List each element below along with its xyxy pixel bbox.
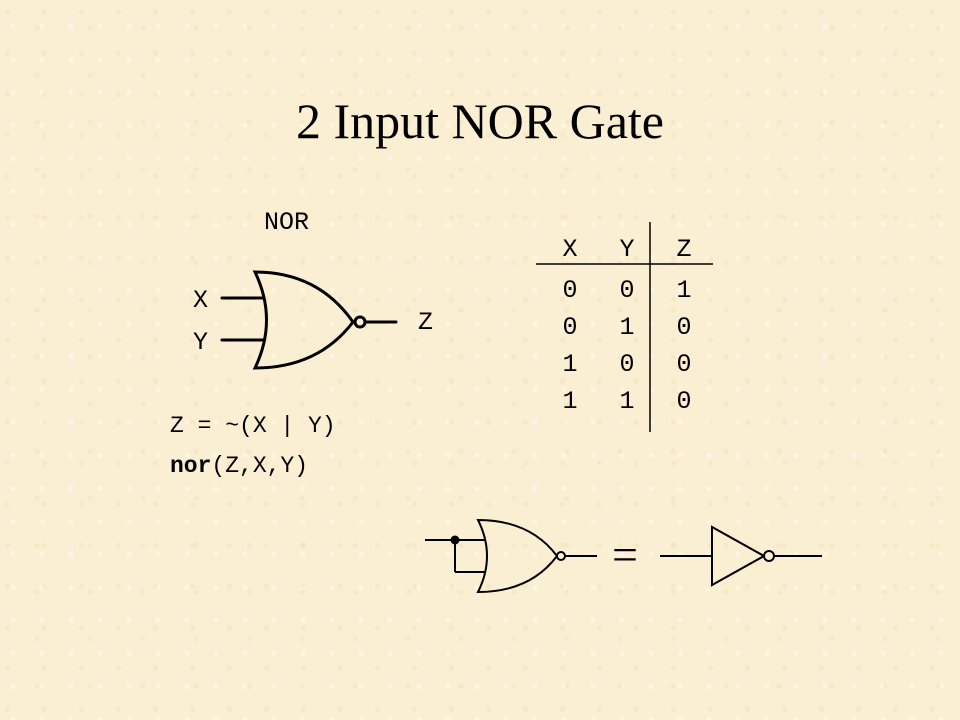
truth-table-cell: 0	[676, 350, 691, 379]
verilog-args: (Z,X,Y)	[211, 453, 309, 479]
small-nor-body	[476, 518, 559, 594]
truth-table-cell: 0	[619, 350, 634, 379]
not-output-bubble	[763, 550, 775, 562]
input-y-label: Y	[193, 328, 209, 357]
truth-table-cell: 0	[562, 313, 577, 342]
truth-table-cell: 1	[619, 387, 634, 416]
verilog-statement: nor(Z,X,Y)	[170, 453, 308, 479]
truth-table-cell: 1	[562, 387, 577, 416]
nor-output-bubble	[353, 315, 367, 329]
truth-table-cell: 0	[676, 313, 691, 342]
truth-table-cell: 0	[562, 276, 577, 305]
truth-table-header-x: X	[562, 235, 577, 264]
truth-table-cell: 0	[619, 276, 634, 305]
truth-table-grid	[536, 222, 713, 432]
boolean-expression: Z = ~(X | Y)	[170, 413, 336, 439]
truth-table-header-z: Z	[676, 235, 691, 264]
verilog-keyword: nor	[170, 453, 212, 479]
truth-table-cell: 1	[676, 276, 691, 305]
truth-table-cell: 1	[562, 350, 577, 379]
slide-title: 2 Input NOR Gate	[296, 93, 664, 149]
equivalence-sign: =	[612, 529, 638, 580]
truth-table: X Y Z 0 0 1 0 1 0 1 0 0 1 1 0	[562, 235, 691, 416]
not-gate-body	[711, 525, 767, 587]
truth-table-header-y: Y	[619, 235, 634, 264]
nor-tied-inputs-symbol	[425, 518, 597, 594]
input-x-label: X	[193, 286, 209, 315]
not-gate-symbol	[660, 525, 822, 587]
truth-table-cell: 0	[676, 387, 691, 416]
nor-gate-body	[252, 270, 355, 370]
nor-gate-symbol	[220, 270, 398, 370]
gate-type-label: NOR	[264, 208, 310, 237]
small-nor-bubble	[556, 551, 566, 561]
truth-table-cell: 1	[619, 313, 634, 342]
output-z-label: Z	[418, 308, 434, 337]
